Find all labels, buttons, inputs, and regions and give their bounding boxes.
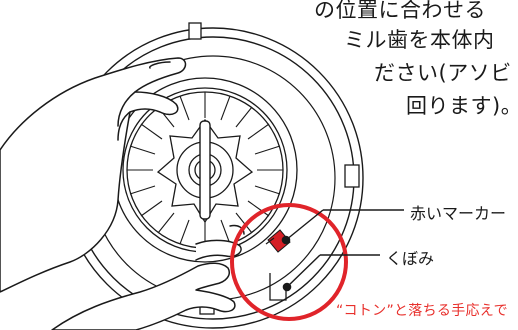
shaft-pin xyxy=(199,120,211,220)
instruction-line-2: ミル歯を本体内 xyxy=(344,28,495,52)
instruction-line-1: の位置に合わせる xyxy=(314,0,486,22)
right-hand xyxy=(51,224,245,330)
instruction-line-4: 回ります)。 xyxy=(406,94,518,118)
recess-slot xyxy=(269,273,287,301)
red-marker-label: 赤いマーカー xyxy=(410,204,507,223)
highlight-circle xyxy=(230,203,348,321)
left-hand xyxy=(0,57,187,293)
instruction-line-3: ださい(アソビ xyxy=(374,61,512,85)
recess-label: くぼみ xyxy=(386,249,435,268)
red-note: “コトン”と落ちる手応えで xyxy=(336,303,508,319)
callout-leaders xyxy=(281,209,404,292)
marker-area xyxy=(265,229,291,301)
